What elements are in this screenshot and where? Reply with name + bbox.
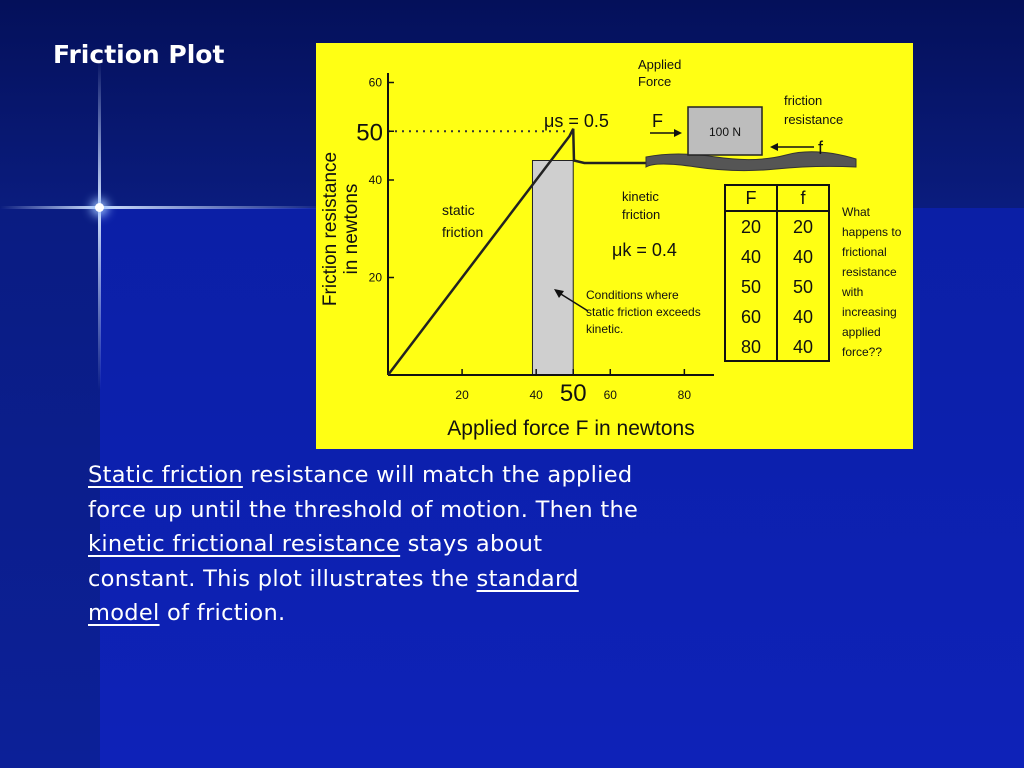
x-axis-label: Applied force F in newtons [447, 417, 694, 440]
mu-static-label: μs = 0.5 [544, 111, 609, 131]
y-tick-label: 50 [356, 119, 383, 146]
paragraph-text: of friction. [159, 600, 286, 626]
question-label: What [842, 205, 871, 219]
question-label: frictional [842, 245, 887, 259]
force-symbol: F [652, 111, 663, 131]
conditions-label: kinetic. [586, 322, 623, 336]
sparkle-horizontal [0, 206, 330, 209]
table-cell: 60 [741, 307, 761, 327]
conditions-label: static friction exceeds [586, 305, 701, 319]
question-label: resistance [842, 265, 897, 279]
table-cell: 40 [793, 307, 813, 327]
block [687, 106, 763, 156]
background-left [0, 208, 100, 768]
question-label: applied [842, 325, 881, 339]
applied-force-label: Applied [638, 57, 681, 72]
question-label: increasing [842, 305, 897, 319]
friction-curve [387, 128, 685, 376]
friction-arrowhead [770, 143, 778, 151]
slide-paragraph: Static friction resistance will match th… [88, 458, 648, 631]
table-cell: 20 [793, 217, 813, 237]
x-tick-label: 40 [530, 388, 544, 402]
paragraph-link[interactable]: kinetic frictional resistance [88, 531, 401, 557]
table-header: F [746, 188, 757, 208]
static-friction-label: static [442, 202, 475, 218]
friction-resistance-label: resistance [784, 112, 843, 127]
question-label: happens to [842, 225, 902, 239]
table-cell: 80 [741, 337, 761, 357]
table-cell: 50 [793, 277, 813, 297]
y-tick-label: 20 [369, 271, 383, 285]
kinetic-friction-label: kinetic [622, 189, 659, 204]
friction-symbol: f [818, 138, 824, 158]
table-cell: 40 [793, 337, 813, 357]
y-tick-label: 40 [369, 173, 383, 187]
table-cell: 50 [741, 277, 761, 297]
conditions-arrowhead [554, 289, 564, 298]
surface-hatch [645, 151, 857, 172]
question-label: with [841, 285, 863, 299]
sparkle-icon [95, 203, 104, 212]
block-label: 100 N [709, 125, 741, 139]
table-cell: 20 [741, 217, 761, 237]
x-tick-label: 20 [455, 388, 469, 402]
table-cell: 40 [741, 247, 761, 267]
sparkle-vertical [98, 60, 101, 390]
applied-force-label: Force [638, 74, 671, 89]
mu-kinetic-label: μk = 0.4 [612, 240, 677, 260]
y-axis-label: in newtons [341, 184, 362, 275]
y-tick-label: 60 [369, 76, 383, 90]
x-tick-label: 50 [560, 380, 587, 407]
static-friction-label: friction [442, 224, 483, 240]
x-tick-label: 60 [604, 388, 618, 402]
conditions-label: Conditions where [586, 288, 679, 302]
friction-resistance-label: friction [784, 93, 822, 108]
paragraph-text: stays about constant. This plot illustra… [88, 531, 543, 592]
shaded-region [531, 160, 574, 376]
paragraph-text: resistance will match the applied force … [88, 462, 639, 523]
paragraph-link[interactable]: standard model [88, 565, 579, 627]
x-tick-label: 80 [678, 388, 692, 402]
kinetic-friction-label: friction [622, 207, 660, 222]
question-label: force?? [842, 345, 882, 359]
force-arrowhead [674, 129, 682, 137]
y-axis-label: Friction resistance [320, 152, 341, 306]
slide-title: Friction Plot [53, 40, 225, 69]
table-cell: 40 [793, 247, 813, 267]
table-header: f [800, 188, 806, 208]
paragraph-link[interactable]: Static friction [88, 462, 243, 488]
